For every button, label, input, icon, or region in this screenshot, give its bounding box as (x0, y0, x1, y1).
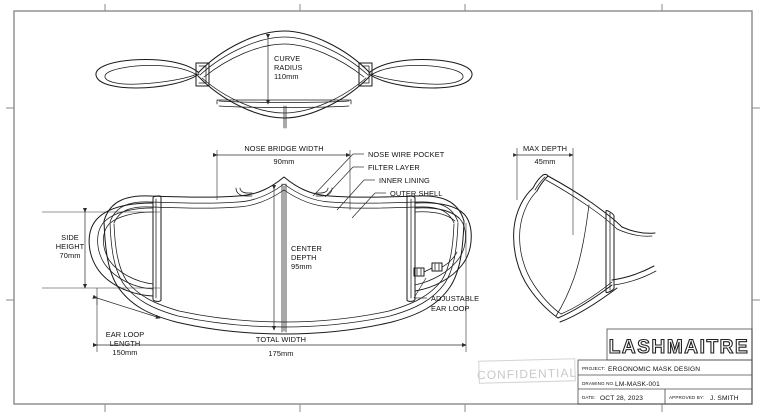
title-block-row-date: DATE: OCT 28, 2023 (582, 395, 643, 402)
title-block-logo: LASHMAITRE (609, 337, 750, 358)
callout-adjustable-ear-loop: ADJUSTABLE EAR LOOP (413, 277, 479, 313)
dim-curve-radius-label-2: RADIUS (274, 63, 303, 72)
callout-filter-layer: FILTER LAYER (324, 163, 420, 198)
sheet-border (6, 4, 760, 412)
dim-side-height: SIDE HEIGHT 70mm (42, 207, 160, 289)
title-block-project-value: ERGONOMIC MASK DESIGN (608, 366, 700, 373)
confidential-stamp: CONFIDENTIAL (477, 358, 577, 384)
callout-nose-wire-pocket: NOSE WIRE POCKET (312, 150, 445, 197)
dim-curve-radius-label-1: CURVE (274, 54, 300, 63)
title-block-row-drawing-no: DRAWING NO. LM-MASK-001 (582, 381, 660, 388)
confidential-stamp-text: CONFIDENTIAL (477, 366, 577, 383)
dim-curve-radius-value: 110mm (274, 72, 299, 81)
dim-curve-radius: CURVE RADIUS 110mm (265, 33, 303, 105)
dim-nose-bridge-width-label: NOSE BRIDGE WIDTH (244, 144, 323, 153)
title-block-drawing-no-label: DRAWING NO. (582, 381, 615, 386)
dim-side-height-label-1: SIDE (61, 233, 79, 242)
dim-center-depth-value: 95mm (291, 262, 312, 271)
dim-side-height-value: 70mm (60, 251, 81, 260)
callout-filter-layer-text: FILTER LAYER (368, 163, 420, 172)
title-block-approved-by-value: J. SMITH (710, 395, 739, 402)
title-block-drawing-no-value: LM-MASK-001 (615, 381, 660, 388)
dim-side-height-label-2: HEIGHT (56, 242, 85, 251)
dim-total-width-value: 175mm (268, 349, 293, 358)
title-block-date-value: OCT 28, 2023 (600, 395, 643, 402)
side-view: MAX DEPTH 45mm (513, 144, 657, 323)
title-block-row-approved-by: APPROVED BY: J. SMITH (669, 395, 739, 402)
dim-total-width: TOTAL WIDTH 175mm (92, 223, 467, 358)
callout-outer-shell: OUTER SHELL (351, 189, 442, 219)
title-block-project-label: PROJECT: (582, 366, 605, 371)
callout-adjustable-ear-loop-text-1: ADJUSTABLE (431, 294, 479, 303)
dim-nose-bridge-width: NOSE BRIDGE WIDTH 90mm (212, 144, 351, 210)
dim-center-depth-label-1: CENTER (291, 244, 322, 253)
callout-outer-shell-text: OUTER SHELL (390, 189, 442, 198)
callout-inner-lining: INNER LINING (336, 176, 430, 211)
dim-ear-loop-length-value: 150mm (112, 348, 137, 357)
dim-total-width-label: TOTAL WIDTH (256, 335, 306, 344)
dim-max-depth-label: MAX DEPTH (523, 144, 567, 153)
dim-max-depth-value: 45mm (535, 157, 556, 166)
callout-nose-wire-pocket-text: NOSE WIRE POCKET (368, 150, 445, 159)
title-block: LASHMAITRE PROJECT: ERGONOMIC MASK DESIG… (577, 328, 753, 405)
dim-max-depth: MAX DEPTH 45mm (513, 144, 574, 235)
title-block-date-label: DATE: (582, 395, 596, 400)
front-view: NOSE BRIDGE WIDTH 90mm SIDE HEIGHT 70mm … (42, 144, 479, 358)
dim-nose-bridge-width-value: 90mm (274, 157, 295, 166)
title-block-approved-by-label: APPROVED BY: (669, 395, 704, 400)
dim-center-depth-label-2: DEPTH (291, 253, 317, 262)
dim-ear-loop-length-label-1: EAR LOOP (106, 330, 145, 339)
callout-inner-lining-text: INNER LINING (379, 176, 430, 185)
top-view: CURVE RADIUS 110mm (95, 30, 473, 129)
callout-adjustable-ear-loop-text-2: EAR LOOP (431, 304, 470, 313)
title-block-row-project: PROJECT: ERGONOMIC MASK DESIGN (582, 366, 700, 373)
dim-center-depth: CENTER DEPTH 95mm (271, 184, 322, 331)
dim-ear-loop-length-label-2: LENGTH (110, 339, 141, 348)
